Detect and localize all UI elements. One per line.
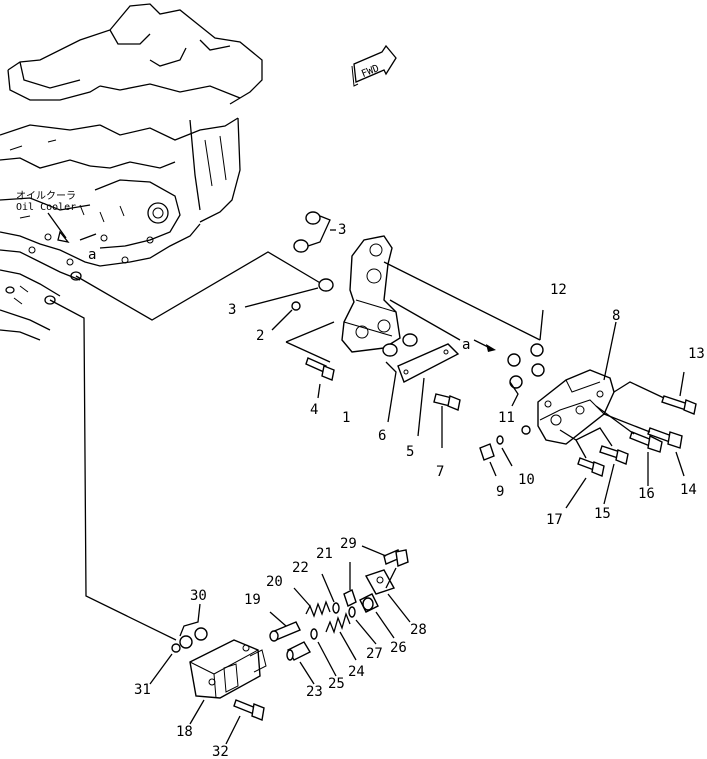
bolt-16: [629, 431, 663, 453]
callout-11: 11: [498, 410, 515, 426]
oil-cooler-leader: [47, 212, 67, 239]
fwd-text: FWD: [360, 63, 381, 80]
bolt-29: [361, 545, 409, 589]
engine-block: [0, 3, 263, 341]
bolt-4: [305, 357, 335, 381]
oil-cooler-label-en: Oil Cooler: [16, 202, 76, 213]
callout-3-top: 3: [338, 222, 346, 238]
bolt-7: [433, 393, 461, 448]
callout-7: 7: [436, 464, 444, 480]
oring-3-top-a: [305, 211, 321, 225]
callout-20: 20: [266, 574, 283, 590]
callout-12: 12: [550, 282, 567, 298]
gasket-5: [397, 343, 460, 437]
callout-16: 16: [638, 486, 655, 502]
callout-22: 22: [292, 560, 309, 576]
callout-27: 27: [366, 646, 383, 662]
callout-21: 21: [316, 546, 333, 562]
callout-29: 29: [340, 536, 357, 552]
spring-20: [293, 587, 331, 618]
callout-13: 13: [688, 346, 705, 362]
part-1-bracket: [341, 235, 541, 353]
callout-23: 23: [306, 684, 323, 700]
plug-9: [479, 443, 495, 461]
callout-15: 15: [594, 506, 611, 522]
ref-a-left: a: [88, 247, 96, 263]
spool-19: [269, 611, 301, 642]
callout-2: 2: [256, 328, 264, 344]
callout-14: 14: [680, 482, 697, 498]
bolt-32: [225, 699, 265, 745]
spring-24: [325, 611, 357, 661]
bolt-15: [599, 445, 629, 465]
oring-10: [496, 435, 504, 445]
callout-10: 10: [518, 472, 535, 488]
callout-8: 8: [612, 308, 620, 324]
callout-9: 9: [496, 484, 504, 500]
oil-cooler-label-jp: オイルクーラ: [16, 190, 76, 202]
callout-28: 28: [410, 622, 427, 638]
leader-engine-to-valve: [49, 299, 177, 641]
plug-21: [343, 562, 357, 607]
callout-25: 25: [328, 676, 345, 692]
bolt-13: [661, 395, 697, 415]
callout-17: 17: [546, 512, 563, 528]
callout-19: 19: [244, 592, 261, 608]
bolt-17: [577, 457, 605, 477]
bolt-14: [647, 427, 683, 449]
leader-engine-to-oring: [75, 251, 323, 321]
callout-5: 5: [406, 444, 414, 460]
callout-4: 4: [310, 402, 318, 418]
oring-3-top-b: [293, 239, 309, 253]
oring-2: [291, 301, 301, 311]
callout-6: 6: [378, 428, 386, 444]
oring-3: [318, 278, 334, 292]
plate-28: [364, 569, 411, 623]
part-8-cover: [537, 321, 617, 445]
callout-32: 32: [212, 744, 229, 759]
callout-24: 24: [348, 664, 365, 680]
plug-26: [359, 593, 395, 639]
callout-3: 3: [228, 302, 236, 318]
ref-a-right: a: [462, 337, 470, 353]
callout-31: 31: [134, 682, 151, 698]
plunger-23: [286, 641, 315, 685]
callout-numbers: 3 3 2 1 4 6 5 7 11 12 8 13 14 16 15 17 9…: [134, 222, 705, 759]
callout-30: 30: [190, 588, 207, 604]
callout-1: 1: [342, 410, 350, 426]
callout-26: 26: [390, 640, 407, 656]
callout-18: 18: [176, 724, 193, 740]
fwd-arrow: FWD: [351, 44, 397, 87]
part-18-valve-body: [189, 639, 267, 725]
